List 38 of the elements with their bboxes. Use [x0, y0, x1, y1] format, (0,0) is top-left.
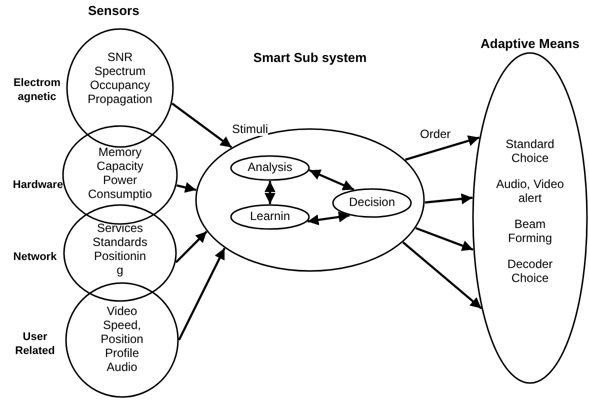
node-text: Decoder Choice: [506, 257, 554, 285]
sensor-ellipse: [66, 28, 174, 148]
section-heading: Adaptive Means: [480, 36, 580, 51]
sensor-ellipse: [65, 282, 179, 398]
arrow: [175, 230, 208, 264]
edge-label: Stimuli: [232, 122, 268, 136]
section-heading: Smart Sub system: [252, 50, 368, 65]
sensor-ellipse: [62, 125, 178, 225]
node-text: Audio, Video alert: [495, 177, 565, 205]
category-label: Network: [12, 250, 58, 264]
node-text: Standard Choice: [504, 137, 556, 165]
node-text: Memory Capacity Power Consumptio: [86, 145, 154, 201]
arrow: [405, 135, 480, 161]
arrow: [415, 227, 474, 251]
arrow: [308, 169, 354, 191]
sensor-ellipse: [63, 204, 177, 302]
node-text: Beam Forming: [506, 217, 553, 245]
category-label: User Related: [14, 330, 56, 358]
section-heading: Sensors: [88, 3, 140, 18]
category-label: Electrom agnetic: [12, 76, 62, 104]
node-text: Analysis: [246, 160, 294, 174]
arrow: [178, 248, 226, 340]
node-text: Decision: [348, 195, 396, 209]
process-ellipse: [230, 155, 310, 181]
arrow: [307, 212, 350, 226]
arrow: [176, 182, 196, 193]
node-text: Learnin: [248, 209, 292, 223]
arrow: [424, 193, 473, 204]
node-text: SNR Spectrum Occupancy Propagation: [86, 50, 154, 106]
arrow: [402, 241, 482, 310]
edge-label: Order: [420, 127, 451, 141]
arrow: [264, 181, 276, 204]
arrow: [172, 102, 232, 148]
process-ellipse: [332, 188, 412, 218]
node-text: Services Standards Positionin g: [92, 221, 148, 277]
process-ellipse: [230, 204, 310, 230]
category-label: Hardware: [12, 178, 64, 192]
node-text: Video Speed, Position Profile Audio: [100, 304, 144, 374]
